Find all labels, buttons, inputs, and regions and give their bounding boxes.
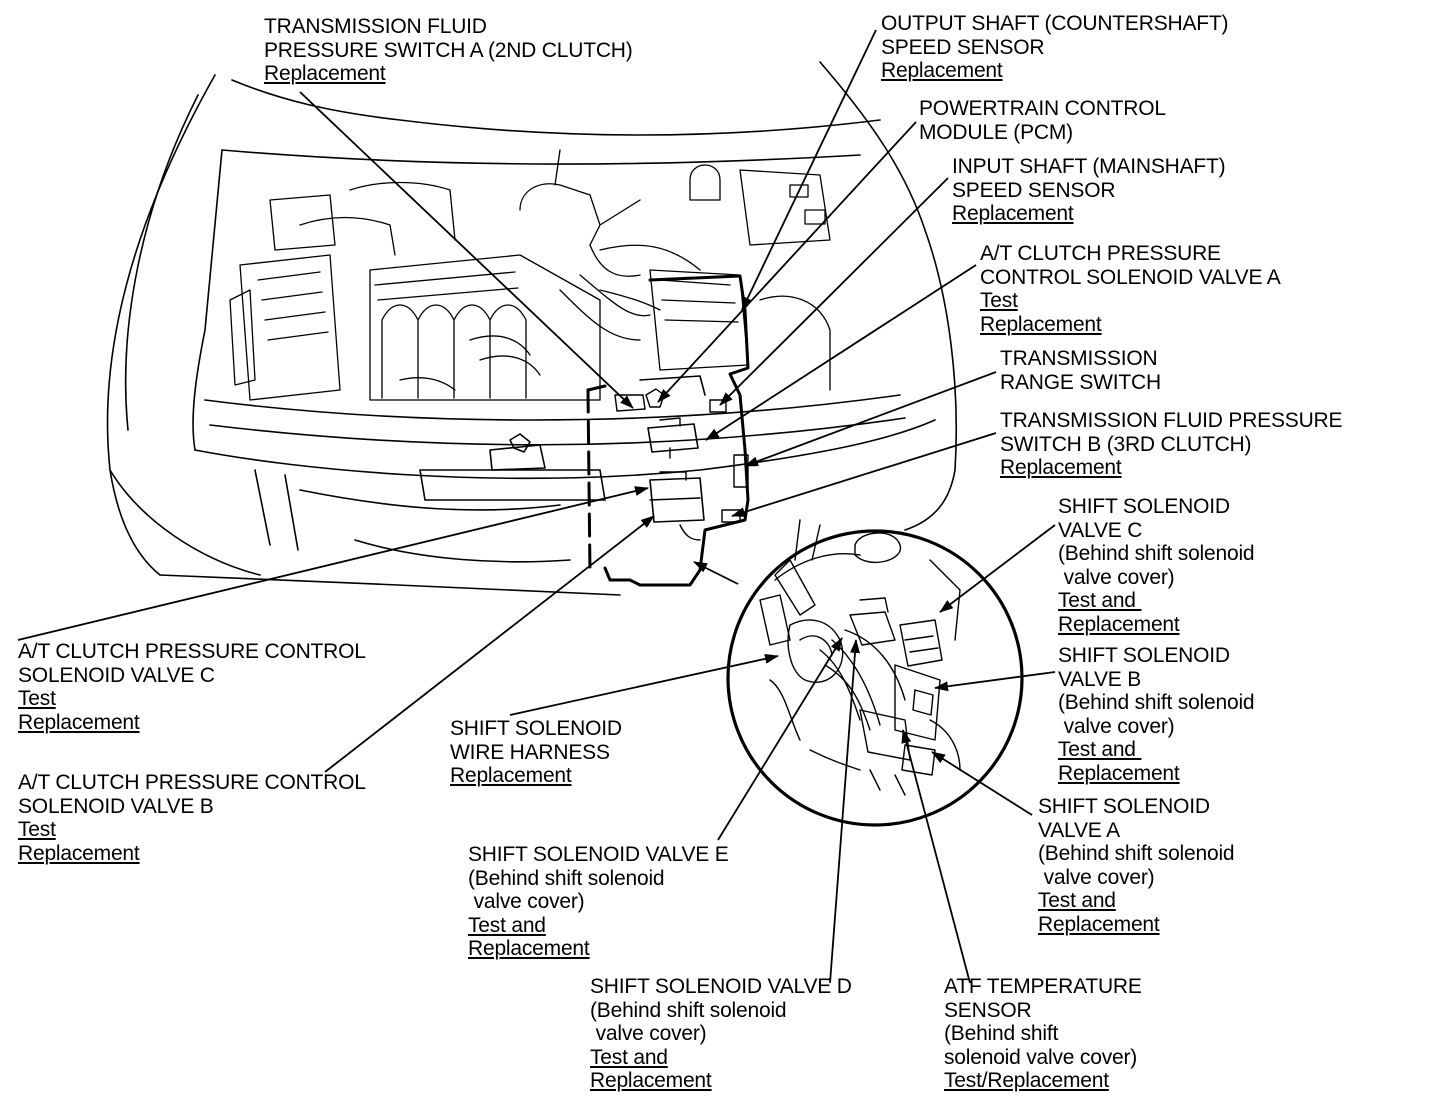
replacement-link[interactable]: Replacement (450, 764, 572, 787)
car-body-outline (106, 61, 958, 596)
callout-title-line: TRANSMISSION FLUID PRESSURE (1000, 409, 1343, 432)
callout-title-line: SENSOR (944, 998, 1032, 1022)
replacement-link[interactable]: Replacement (1058, 612, 1180, 636)
detail-magnifier (726, 519, 1024, 827)
replacement-link[interactable]: Replacement (952, 202, 1074, 225)
callout-title-line: A/T CLUTCH PRESSURE CONTROL (18, 640, 366, 663)
callout-title-line: VALVE B (1058, 667, 1142, 691)
callout-title-line: RANGE SWITCH (1000, 370, 1161, 394)
callout-title-line: valve cover) (1058, 714, 1175, 738)
test-and-link[interactable]: Test and (1058, 738, 1142, 761)
test-link[interactable]: Test (980, 289, 1018, 312)
callout-title-line: SHIFT SOLENOID VALVE E (468, 843, 729, 866)
test-and-link[interactable]: Test and (1038, 889, 1116, 912)
callout-title-line: (Behind shift (944, 1022, 1059, 1045)
callout-title-line: SHIFT SOLENOID (1038, 795, 1210, 818)
callout-title-line: MODULE (PCM) (919, 120, 1073, 144)
callout-title-line: INPUT SHAFT (MAINSHAFT) (952, 155, 1226, 178)
callout-title-line: VALVE C (1058, 518, 1143, 542)
test-and-link[interactable]: Test and (590, 1045, 668, 1069)
callout-title-line: A/T CLUTCH PRESSURE CONTROL (18, 771, 366, 794)
test-and-link[interactable]: Test and (468, 913, 546, 937)
callout-title-line: TRANSMISSION FLUID (264, 15, 487, 38)
callout-title-line: A/T CLUTCH PRESSURE (980, 242, 1221, 265)
callout-title-line: (Behind shift solenoid (1038, 842, 1235, 865)
replacement-link[interactable]: Replacement (1000, 456, 1122, 479)
replacement-link[interactable]: Replacement (980, 312, 1102, 336)
replacement-link[interactable]: Replacement (468, 937, 590, 960)
test-link[interactable]: Test (18, 818, 56, 841)
callout-title-line: valve cover) (1038, 865, 1155, 889)
callout-title-line: (Behind shift solenoid (468, 866, 665, 890)
callout-title-line: SOLENOID VALVE C (18, 663, 215, 687)
callout-title-line: TRANSMISSION (1000, 347, 1158, 370)
callout-title-line: CONTROL SOLENOID VALVE A (980, 265, 1281, 289)
callout-title-line: PRESSURE SWITCH A (2ND CLUTCH) (264, 38, 633, 62)
callout-title-line: SPEED SENSOR (952, 178, 1116, 202)
callout-title-line: POWERTRAIN CONTROL (919, 97, 1166, 120)
replacement-link[interactable]: Replacement (18, 841, 140, 865)
replacement-link[interactable]: Replacement (18, 710, 140, 734)
engine-details (229, 149, 831, 401)
replacement-link[interactable]: Replacement (590, 1069, 712, 1092)
test-link[interactable]: Test (18, 687, 56, 710)
replacement-link[interactable]: Replacement (1038, 912, 1160, 936)
replacement-link[interactable]: Replacement (881, 59, 1003, 82)
test-replacement-link[interactable]: Test/Replacement (944, 1069, 1109, 1092)
callout-title-line: (Behind shift solenoid (590, 998, 787, 1022)
callout-title-line: valve cover) (468, 890, 585, 913)
test-and-link[interactable]: Test and (1058, 589, 1142, 612)
replacement-link[interactable]: Replacement (264, 62, 386, 85)
callout-title-line: SPEED SENSOR (881, 35, 1045, 59)
callout-title-line: (Behind shift solenoid (1058, 691, 1255, 714)
callout-title-line: ATF TEMPERATURE (944, 975, 1142, 998)
callout-title-line: SOLENOID VALVE B (18, 794, 214, 818)
callout-title-line: (Behind shift solenoid (1058, 542, 1255, 565)
leader-lines (17, 29, 1056, 984)
callout-shift-solenoid-valve-e: SHIFT SOLENOID VALVE E(Behind shift sole… (468, 843, 729, 961)
callout-title-line: valve cover) (590, 1022, 707, 1045)
replacement-link[interactable]: Replacement (1058, 761, 1180, 785)
callout-title-line: SHIFT SOLENOID (1058, 495, 1230, 518)
callout-title-line: SHIFT SOLENOID VALVE D (590, 975, 852, 998)
callout-title-line: OUTPUT SHAFT (COUNTERSHAFT) (881, 12, 1229, 35)
callout-title-line: VALVE A (1038, 818, 1120, 842)
callout-title-line: SHIFT SOLENOID (450, 717, 622, 740)
callout-title-line: solenoid valve cover) (944, 1045, 1138, 1069)
callout-title-line: SHIFT SOLENOID (1058, 644, 1230, 667)
transmission-outline (586, 274, 750, 587)
callout-title-line: valve cover) (1058, 565, 1175, 589)
callout-shift-solenoid-valve-d: SHIFT SOLENOID VALVE D(Behind shift sole… (590, 975, 852, 1093)
callout-title-line: SWITCH B (3RD CLUTCH) (1000, 432, 1252, 456)
callout-title-line: WIRE HARNESS (450, 740, 610, 764)
